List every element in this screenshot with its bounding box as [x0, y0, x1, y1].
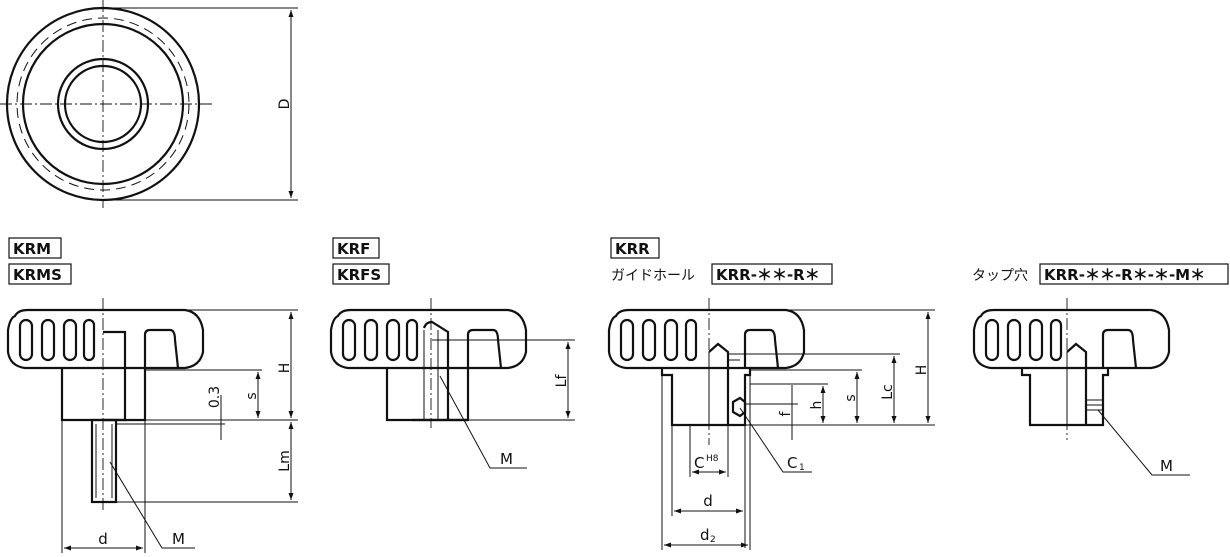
- tap-knob-body: [972, 308, 1171, 370]
- tap-section-cut: [1066, 328, 1138, 425]
- krfs-tag: KRFS: [337, 266, 381, 284]
- tap-grip-3: [1028, 318, 1044, 362]
- krr-label-c-sup: H8: [706, 454, 719, 464]
- krm-tag: KRM: [13, 240, 51, 258]
- krm-leader-m: [109, 461, 195, 549]
- krr-view: KRR ガイドホール KRR-＊＊-R＊ H Lc s h f C: [607, 237, 935, 550]
- krfs-tag-box: [332, 263, 390, 285]
- krm-label-s: s: [244, 392, 260, 399]
- tap-hub: [1020, 368, 1110, 427]
- tap-label-m: M: [1160, 457, 1173, 475]
- krms-tag: KRMS: [13, 266, 62, 284]
- krr-label-s: s: [843, 394, 859, 401]
- krr-label-d2-sub: 2: [710, 535, 716, 545]
- krm-grip-2: [40, 318, 56, 362]
- krr-tag-box: [610, 237, 660, 259]
- krf-tag: KRF: [337, 240, 370, 258]
- krr-label-c1-sub: 1: [799, 463, 805, 473]
- tap-grip-2: [1006, 318, 1022, 362]
- krr-guide-hole-label: ガイドホール: [611, 268, 695, 284]
- krr-hub: [660, 368, 752, 427]
- krr-section-cut: [708, 328, 780, 425]
- krr-knob-body: [607, 308, 806, 370]
- krf-grip-1: [341, 318, 357, 362]
- krms-tag-box: [8, 263, 72, 285]
- krm-grip-1: [18, 318, 34, 362]
- krr-leader-c1: [739, 407, 812, 473]
- krr-label-d: d: [703, 492, 713, 510]
- tap-label: タップ穴: [972, 268, 1028, 284]
- krr-grip-2: [641, 318, 657, 362]
- krr-label-lc: Lc: [880, 384, 896, 400]
- krf-knob-body: [329, 308, 528, 370]
- tap-code-box: [1039, 263, 1229, 285]
- krf-view: KRF KRFS Lf M: [329, 237, 575, 469]
- krm-grip-4: [82, 318, 96, 362]
- tap-code: KRR-＊＊-R＊-＊-M＊: [1044, 266, 1205, 284]
- krr-label-c1: C: [787, 454, 797, 472]
- tap-view: タップ穴 KRR-＊＊-R＊-＊-M＊ M: [972, 263, 1229, 476]
- krf-label-m: M: [500, 450, 513, 468]
- krm-grip-3: [62, 318, 78, 362]
- krr-guide-hole-code-box: [711, 263, 833, 285]
- krr-label-h-upper: H: [914, 365, 930, 376]
- krm-view: KRM KRMS H s 0.3 Lm d M: [6, 237, 298, 553]
- krm-section-cut: [103, 328, 180, 422]
- krm-tag-box: [8, 237, 62, 259]
- krm-label-d: d: [98, 530, 108, 548]
- krr-grip-4: [684, 318, 698, 362]
- krr-grip-1: [619, 318, 635, 362]
- tap-leader-m: [1097, 409, 1190, 476]
- krr-label-d2: d: [700, 526, 710, 544]
- krf-section-cut: [422, 320, 503, 420]
- dim-label-d: D: [277, 99, 293, 110]
- krf-label-lf: Lf: [554, 374, 570, 388]
- krf-leader-m: [439, 375, 527, 469]
- tap-grip-1: [984, 318, 1000, 362]
- krr-label-h: h: [809, 401, 825, 410]
- krm-label-h: H: [277, 363, 293, 374]
- krr-guide-hole-code: KRR-＊＊-R＊: [716, 266, 820, 284]
- krf-grip-2: [363, 318, 379, 362]
- krr-label-c: C: [694, 454, 704, 472]
- krm-knob-body: [6, 308, 205, 370]
- krm-hub: [60, 368, 147, 422]
- krr-guide-pin: [731, 396, 747, 418]
- krm-label-m: M: [172, 530, 185, 548]
- krr-tag: KRR: [615, 240, 650, 258]
- krf-tag-box: [332, 237, 380, 259]
- krf-grip-3: [385, 318, 401, 362]
- krr-label-f: f: [778, 410, 794, 416]
- krf-grip-4: [405, 318, 419, 362]
- top-view: D: [0, 0, 298, 208]
- krm-label-lm: Lm: [277, 450, 293, 471]
- krr-grip-3: [663, 318, 679, 362]
- krm-stud: [90, 418, 118, 504]
- krm-label-03: 0.3: [207, 386, 223, 408]
- tap-grip-4: [1049, 318, 1063, 362]
- krf-hub: [385, 368, 470, 422]
